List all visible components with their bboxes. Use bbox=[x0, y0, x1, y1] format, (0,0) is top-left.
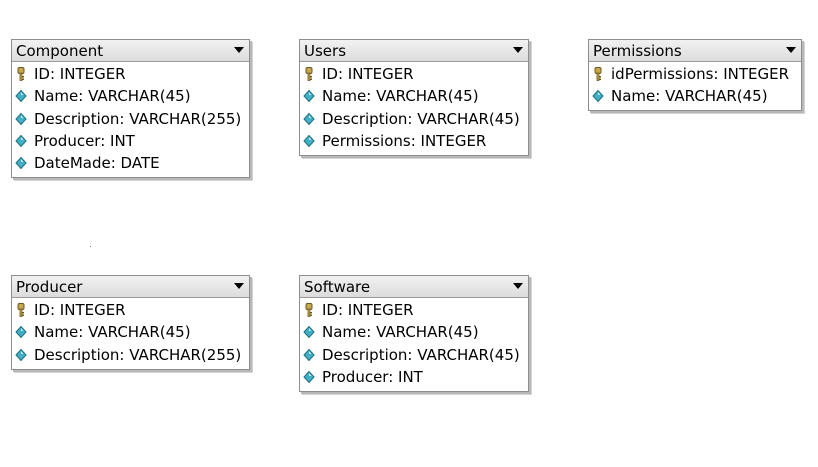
table-title: Producer bbox=[16, 278, 83, 296]
table-header[interactable]: Permissions bbox=[589, 40, 801, 62]
column-text: idPermissions: INTEGER bbox=[611, 65, 790, 84]
column-row[interactable]: Name: VARCHAR(45) bbox=[300, 321, 528, 343]
table-title: Component bbox=[16, 42, 104, 60]
diamond-icon bbox=[15, 348, 27, 361]
chevron-down-icon[interactable] bbox=[234, 47, 244, 53]
diamond-icon bbox=[15, 326, 27, 339]
key-icon bbox=[17, 303, 25, 318]
table-users[interactable]: Users ID: INTEGER Name: VARCHAR(45) Desc… bbox=[299, 39, 529, 156]
column-text: Name: VARCHAR(45) bbox=[34, 323, 191, 342]
diamond-icon bbox=[303, 370, 315, 384]
column-row[interactable]: DateMade: DATE bbox=[12, 152, 249, 174]
column-text: ID: INTEGER bbox=[322, 65, 414, 84]
column-row[interactable]: Producer: INT bbox=[300, 366, 528, 388]
column-row[interactable]: ID: INTEGER bbox=[12, 63, 249, 85]
column-text: Producer: INT bbox=[34, 132, 135, 151]
column-list: ID: INTEGER Name: VARCHAR(45) Descriptio… bbox=[300, 298, 528, 388]
diamond-icon bbox=[303, 112, 315, 125]
table-producer[interactable]: Producer ID: INTEGER Name: VARCHAR(45) D… bbox=[11, 275, 250, 370]
table-title: Software bbox=[304, 278, 371, 296]
column-text: ID: INTEGER bbox=[34, 301, 126, 320]
column-row[interactable]: Permissions: INTEGER bbox=[300, 130, 528, 152]
column-list: idPermissions: INTEGER Name: VARCHAR(45) bbox=[589, 62, 801, 108]
table-header[interactable]: Users bbox=[300, 40, 528, 62]
column-text: ID: INTEGER bbox=[322, 301, 414, 320]
column-row[interactable]: Producer: INT bbox=[12, 130, 249, 152]
table-header[interactable]: Producer bbox=[12, 276, 249, 298]
diamond-icon bbox=[303, 90, 315, 103]
column-row[interactable]: ID: INTEGER bbox=[300, 63, 528, 85]
column-text: Name: VARCHAR(45) bbox=[611, 87, 768, 106]
column-row[interactable]: Name: VARCHAR(45) bbox=[12, 85, 249, 107]
key-icon bbox=[594, 67, 602, 82]
table-header[interactable]: Component bbox=[12, 40, 249, 62]
table-component[interactable]: Component ID: INTEGER Name: VARCHAR(45) … bbox=[11, 39, 250, 178]
column-row[interactable]: Name: VARCHAR(45) bbox=[589, 85, 801, 107]
table-header[interactable]: Software bbox=[300, 276, 528, 298]
column-text: Name: VARCHAR(45) bbox=[322, 87, 479, 106]
diamond-icon bbox=[592, 90, 604, 103]
column-text: DateMade: DATE bbox=[34, 154, 160, 173]
column-list: ID: INTEGER Name: VARCHAR(45) Descriptio… bbox=[12, 62, 249, 174]
chevron-down-icon[interactable] bbox=[513, 283, 523, 289]
stray-pixel bbox=[90, 246, 91, 247]
key-icon bbox=[17, 67, 25, 82]
column-row[interactable]: ID: INTEGER bbox=[12, 299, 249, 321]
key-icon bbox=[305, 303, 313, 318]
column-row[interactable]: Name: VARCHAR(45) bbox=[12, 321, 249, 343]
column-list: ID: INTEGER Name: VARCHAR(45) Descriptio… bbox=[300, 62, 528, 152]
column-text: Permissions: INTEGER bbox=[322, 132, 487, 151]
column-row[interactable]: Description: VARCHAR(255) bbox=[12, 344, 249, 366]
diamond-icon bbox=[15, 134, 27, 148]
table-title: Permissions bbox=[593, 42, 682, 60]
table-software[interactable]: Software ID: INTEGER Name: VARCHAR(45) D… bbox=[299, 275, 529, 392]
column-text: Description: VARCHAR(255) bbox=[34, 345, 242, 364]
column-row[interactable]: idPermissions: INTEGER bbox=[589, 63, 801, 85]
diamond-icon bbox=[303, 134, 315, 148]
table-permissions[interactable]: Permissions idPermissions: INTEGER Name:… bbox=[588, 39, 802, 111]
table-title: Users bbox=[304, 42, 347, 60]
column-list: ID: INTEGER Name: VARCHAR(45) Descriptio… bbox=[12, 298, 249, 366]
column-row[interactable]: ID: INTEGER bbox=[300, 299, 528, 321]
chevron-down-icon[interactable] bbox=[786, 47, 796, 53]
column-row[interactable]: Description: VARCHAR(45) bbox=[300, 344, 528, 366]
column-text: Name: VARCHAR(45) bbox=[322, 323, 479, 342]
column-text: Name: VARCHAR(45) bbox=[34, 87, 191, 106]
chevron-down-icon[interactable] bbox=[513, 47, 523, 53]
column-row[interactable]: Name: VARCHAR(45) bbox=[300, 85, 528, 107]
diamond-icon bbox=[15, 90, 27, 103]
column-text: Producer: INT bbox=[322, 368, 423, 387]
column-text: Description: VARCHAR(45) bbox=[322, 345, 520, 364]
key-icon bbox=[305, 67, 313, 82]
column-text: Description: VARCHAR(255) bbox=[34, 109, 242, 128]
diamond-icon bbox=[303, 326, 315, 339]
column-row[interactable]: Description: VARCHAR(255) bbox=[12, 108, 249, 130]
diamond-icon bbox=[15, 112, 27, 125]
column-text: Description: VARCHAR(45) bbox=[322, 109, 520, 128]
diamond-icon bbox=[15, 157, 27, 170]
column-row[interactable]: Description: VARCHAR(45) bbox=[300, 108, 528, 130]
diamond-icon bbox=[303, 348, 315, 361]
column-text: ID: INTEGER bbox=[34, 65, 126, 84]
chevron-down-icon[interactable] bbox=[234, 283, 244, 289]
